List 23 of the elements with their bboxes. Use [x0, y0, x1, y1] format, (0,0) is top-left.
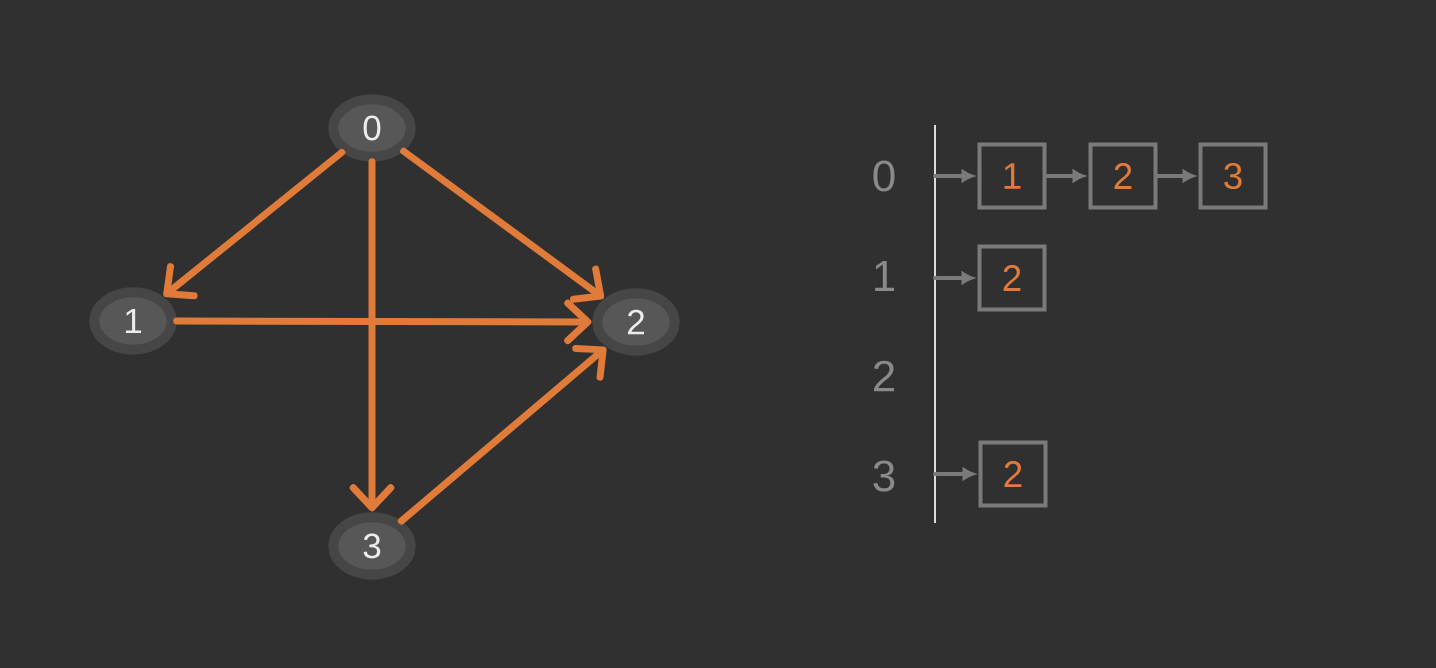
list-node-box: 2	[1088, 142, 1158, 210]
list-node-box: 2	[978, 440, 1048, 508]
graph-vertex: 2	[592, 288, 680, 356]
row-index: 3	[873, 460, 895, 492]
row-index: 2	[874, 360, 894, 392]
arrow	[1155, 170, 1195, 182]
arrow	[397, 345, 607, 525]
graph-vertex: 1	[89, 287, 177, 355]
list-node-box: 3	[1198, 142, 1268, 210]
arrow	[400, 147, 605, 303]
arrow	[933, 272, 974, 284]
graph-vertex: 3	[328, 512, 416, 580]
list-node-box: 2	[977, 244, 1047, 312]
arrow	[933, 468, 975, 480]
list-node-box: 1	[977, 142, 1047, 210]
row-index: 0	[873, 160, 895, 192]
graph-vertex: 0	[328, 94, 416, 162]
arrow	[173, 299, 592, 345]
arrow	[933, 170, 974, 182]
arrow	[1044, 170, 1085, 182]
arrow	[163, 148, 346, 300]
row-index: 1	[875, 260, 895, 292]
arrow	[349, 158, 395, 512]
